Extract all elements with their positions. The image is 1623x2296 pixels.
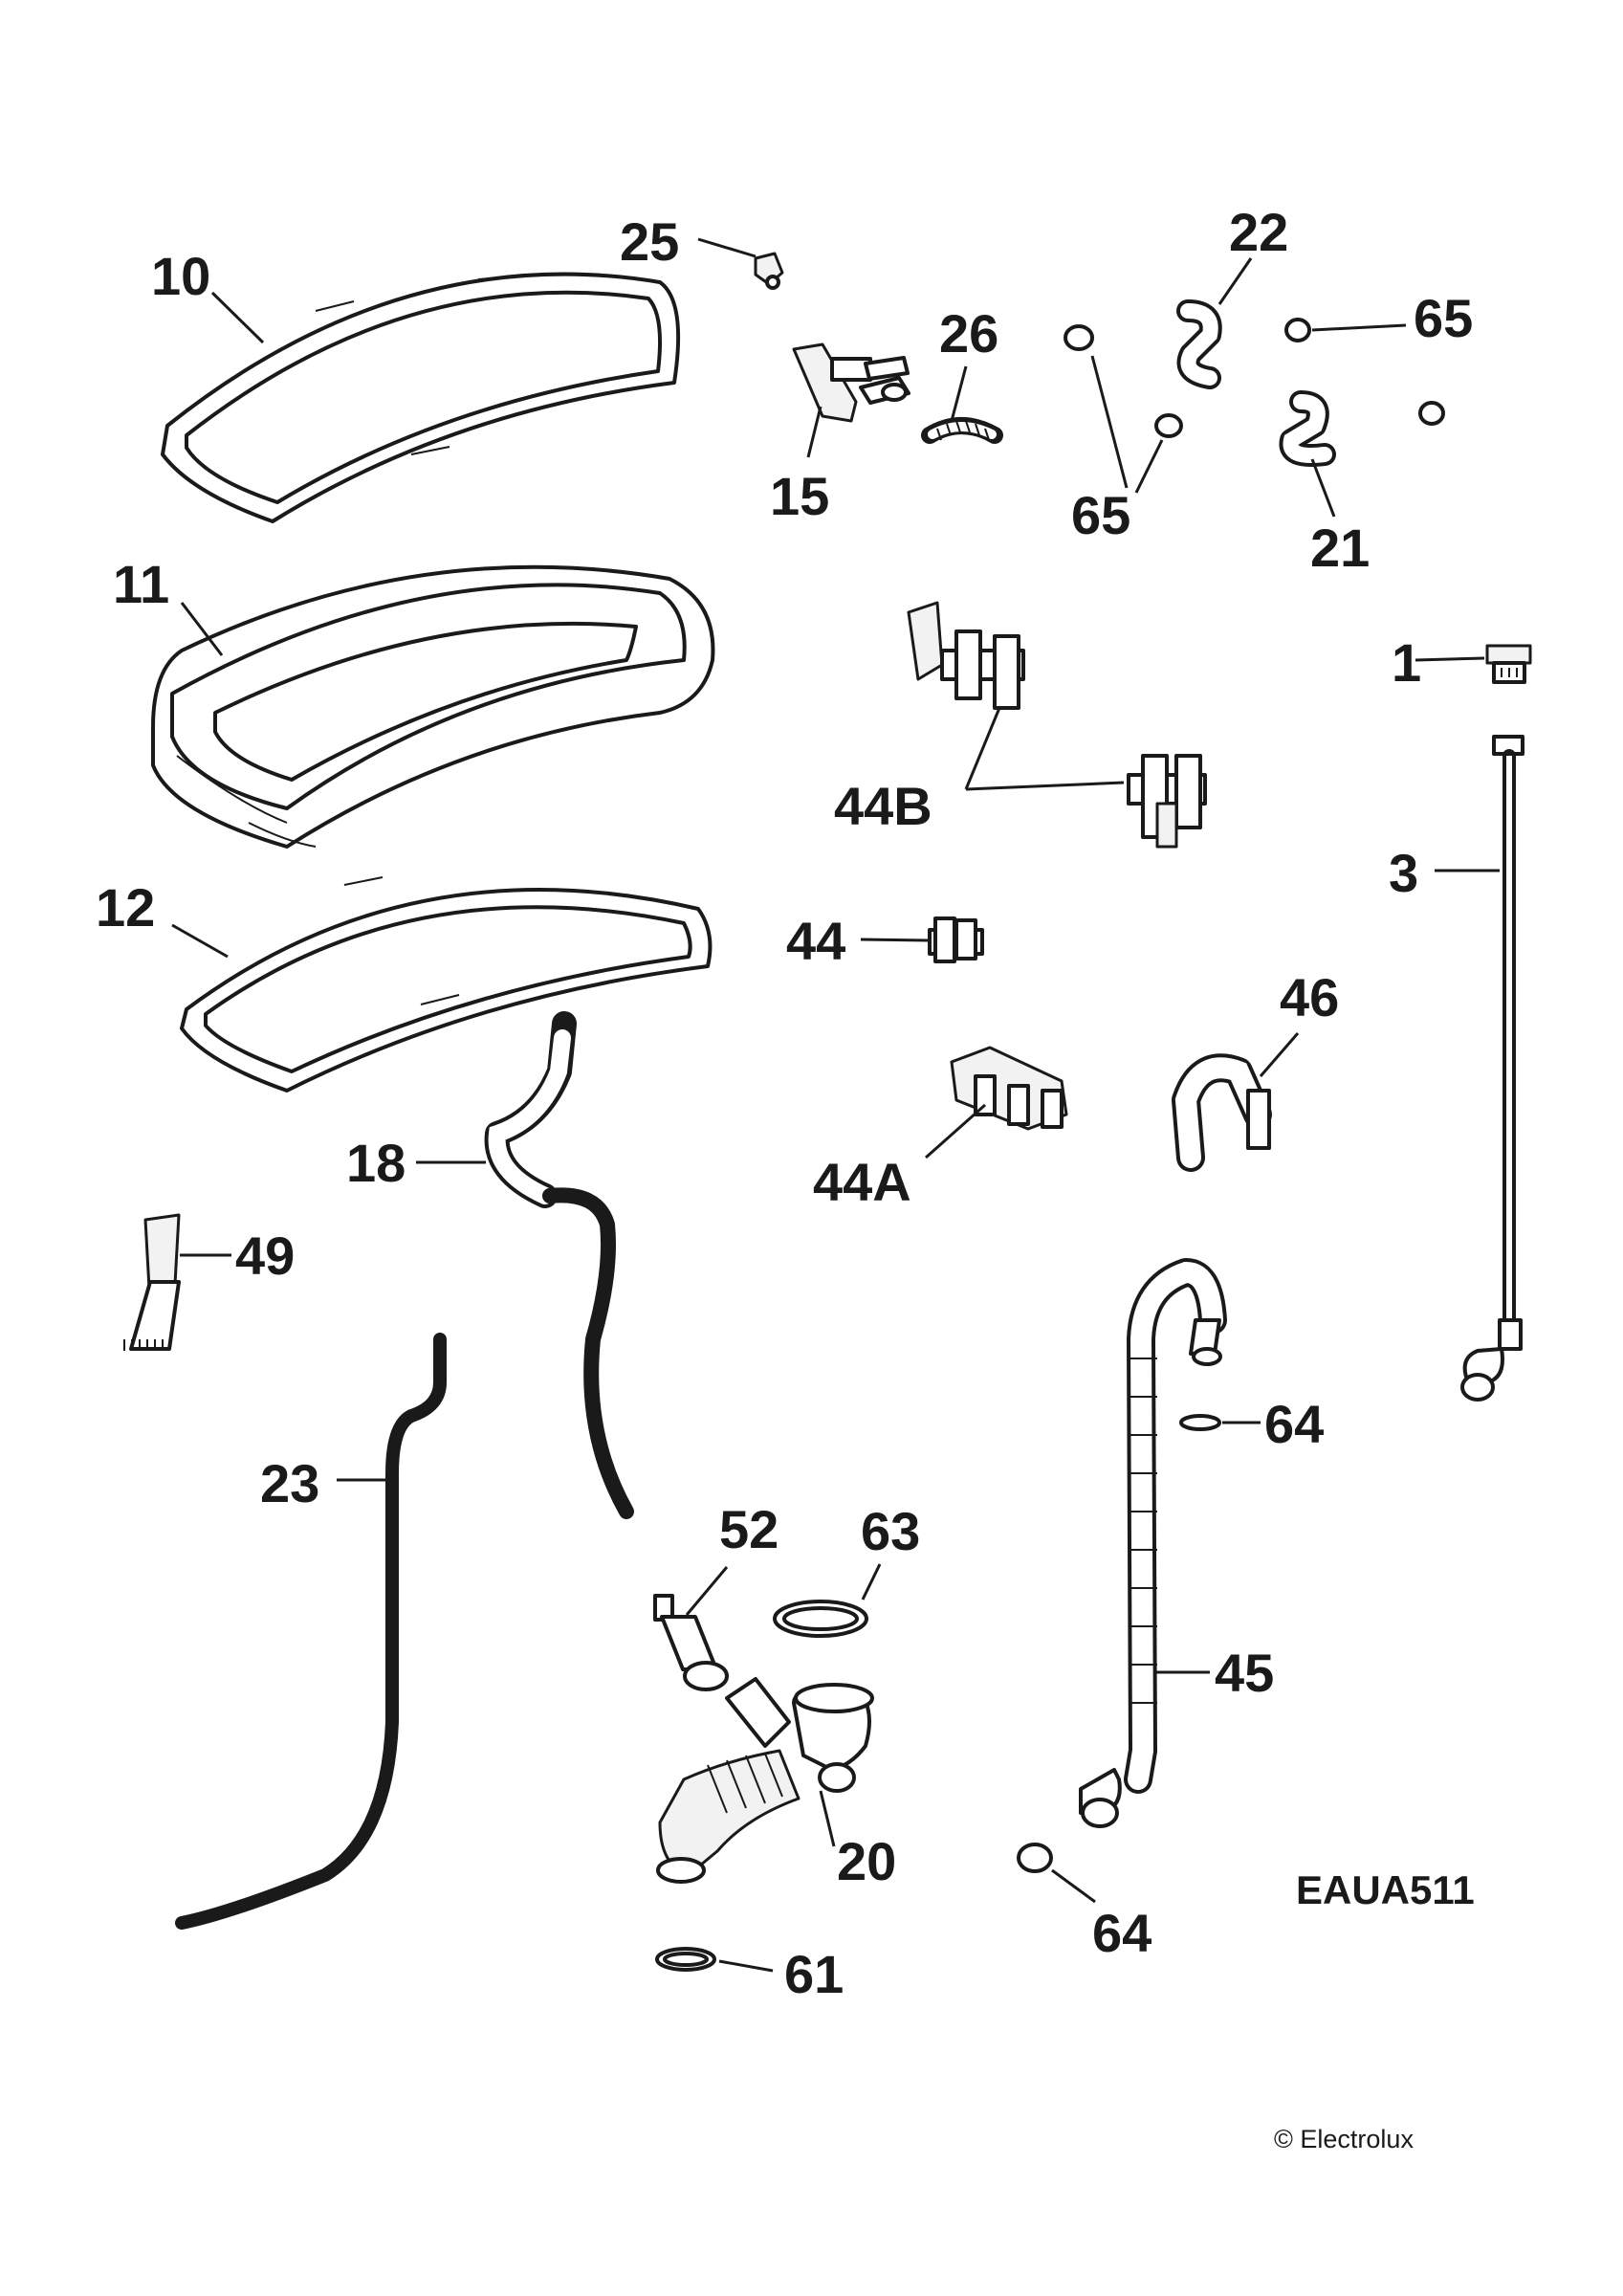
label-49: 49 — [235, 1225, 295, 1286]
part-26-short-hose — [921, 417, 1003, 444]
label-22: 22 — [1229, 202, 1288, 262]
part-1-cap — [1485, 644, 1532, 684]
label-23: 23 — [260, 1453, 319, 1513]
part-3-inlet-hose — [1460, 735, 1524, 1402]
part-61-clamp — [655, 1947, 716, 1972]
label-18: 18 — [346, 1133, 406, 1193]
label-15: 15 — [770, 466, 829, 526]
label-44b: 44B — [834, 776, 932, 836]
label-1: 1 — [1392, 632, 1421, 693]
part-18-drain-hose — [484, 1011, 634, 1519]
part-11-door-gasket — [151, 564, 715, 849]
label-65-mid: 65 — [1071, 485, 1130, 545]
part-22-elbow-hose — [1176, 299, 1222, 389]
part-20-sump-hose — [656, 1677, 874, 1884]
part-63-clamp — [773, 1600, 868, 1638]
part-44-clip — [928, 916, 984, 963]
label-25: 25 — [620, 211, 679, 272]
part-52-sensor — [653, 1594, 729, 1691]
part-labels: 10 11 12 25 15 26 22 65 65 21 1 3 44B 44… — [96, 202, 1473, 2004]
label-45: 45 — [1215, 1643, 1274, 1703]
diagram-code: EAUA511 — [1296, 1867, 1475, 1912]
label-10: 10 — [151, 246, 210, 306]
label-64-top: 64 — [1264, 1394, 1324, 1454]
part-10-door-seal — [161, 272, 681, 523]
label-63: 63 — [861, 1501, 920, 1561]
part-45-corrugated-hose — [1079, 1258, 1227, 1828]
part-23-long-tube — [175, 1333, 447, 1930]
label-65-top: 65 — [1414, 288, 1473, 348]
label-46: 46 — [1280, 967, 1339, 1027]
label-20: 20 — [837, 1831, 896, 1891]
label-64-bottom: 64 — [1092, 1903, 1151, 1963]
part-46-u-clip — [1172, 1053, 1272, 1172]
part-25-plug — [754, 252, 784, 290]
label-26: 26 — [939, 303, 998, 364]
leader-lines — [171, 237, 1500, 1973]
label-44a: 44A — [813, 1152, 911, 1212]
part-49-tool — [123, 1213, 181, 1351]
label-3: 3 — [1389, 843, 1418, 903]
part-44a-holder — [950, 1046, 1068, 1131]
label-11: 11 — [113, 554, 169, 614]
label-52: 52 — [719, 1499, 779, 1559]
label-61: 61 — [784, 1944, 844, 2004]
label-44: 44 — [786, 911, 845, 971]
part-64-clamps — [1017, 1414, 1221, 1873]
part-12-inner-seal — [180, 876, 713, 1093]
part-15-valve — [792, 342, 910, 423]
label-12: 12 — [96, 877, 155, 938]
copyright-notice: © Electrolux — [1274, 2125, 1414, 2153]
part-21-s-hose — [1279, 390, 1336, 467]
part-44b-brackets — [907, 601, 1207, 849]
part-65-clamps — [1064, 318, 1445, 438]
label-21: 21 — [1310, 518, 1370, 578]
